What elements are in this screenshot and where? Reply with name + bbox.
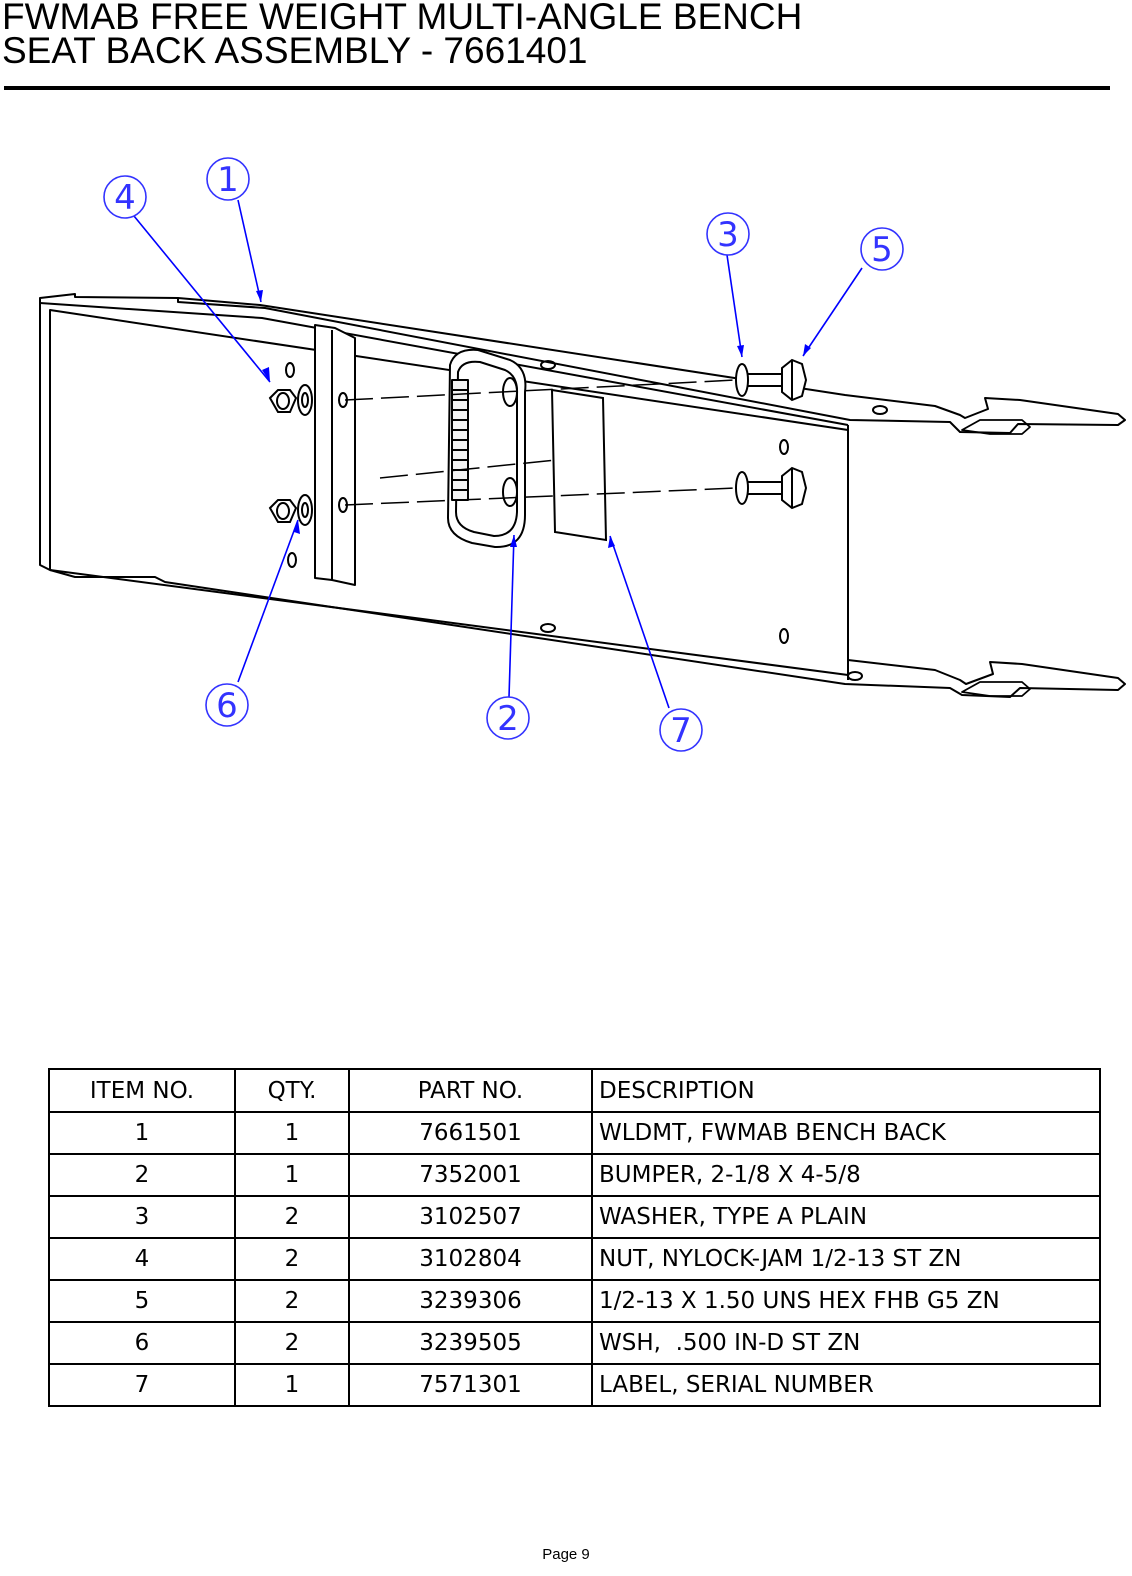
table-header-row: ITEM NO. QTY. PART NO. DESCRIPTION: [48, 1068, 1101, 1113]
title-line-2: SEAT BACK ASSEMBLY - 7661401: [2, 30, 588, 71]
cell-part: 7661501: [348, 1111, 593, 1155]
table-row: 7 1 7571301 LABEL, SERIAL NUMBER: [48, 1363, 1101, 1407]
page-number: Page 9: [542, 1546, 590, 1563]
cell-desc: BUMPER, 2-1/8 X 4-5/8: [591, 1153, 1101, 1197]
header-item-no: ITEM NO.: [48, 1068, 236, 1113]
cell-item: 5: [48, 1279, 236, 1323]
cell-desc: WASHER, TYPE A PLAIN: [591, 1195, 1101, 1239]
bolts-right: [735, 358, 808, 510]
cell-item: 3: [48, 1195, 236, 1239]
nuts-and-washers-left: [268, 384, 313, 526]
bumper: [447, 348, 527, 549]
assembly-drawing: 4 1 3 5 6 2 7: [39, 157, 1126, 752]
cell-qty: 1: [234, 1363, 350, 1407]
header-description: DESCRIPTION: [591, 1068, 1101, 1113]
serial-label: [550, 388, 608, 542]
cell-desc: WLDMT, FWMAB BENCH BACK: [591, 1111, 1101, 1155]
table-row: 6 2 3239505 WSH, .500 IN-D ST ZN: [48, 1321, 1101, 1365]
cell-qty: 2: [234, 1195, 350, 1239]
balloon-1: 1: [217, 160, 239, 200]
balloon-4: 4: [114, 178, 136, 218]
cell-qty: 2: [234, 1321, 350, 1365]
cell-part: 3239306: [348, 1279, 593, 1323]
balloon-2: 2: [497, 699, 519, 739]
cell-desc: NUT, NYLOCK-JAM 1/2-13 ST ZN: [591, 1237, 1101, 1281]
balloon-7: 7: [670, 711, 692, 751]
cell-item: 4: [48, 1237, 236, 1281]
balloon-3: 3: [717, 215, 739, 255]
mounting-plate: [314, 324, 356, 586]
cell-qty: 1: [234, 1153, 350, 1197]
header-qty: QTY.: [234, 1068, 350, 1113]
balloon-6: 6: [216, 686, 238, 726]
table-row: 3 2 3102507 WASHER, TYPE A PLAIN: [48, 1195, 1101, 1239]
cell-part: 3102507: [348, 1195, 593, 1239]
cell-part: 7571301: [348, 1363, 593, 1407]
cell-desc: LABEL, SERIAL NUMBER: [591, 1363, 1101, 1407]
title-line-1: FWMAB FREE WEIGHT MULTI-ANGLE BENCH: [2, 0, 803, 37]
cell-part: 3102804: [348, 1237, 593, 1281]
header-part-no: PART NO.: [348, 1068, 593, 1113]
title-underline: [4, 86, 1110, 90]
cell-item: 7: [48, 1363, 236, 1407]
bench-back-weldment: [39, 293, 1126, 698]
cell-desc: 1/2-13 X 1.50 UNS HEX FHB G5 ZN: [591, 1279, 1101, 1323]
document-title: FWMAB FREE WEIGHT MULTI-ANGLE BENCH SEAT…: [2, 0, 803, 71]
cell-item: 1: [48, 1111, 236, 1155]
cell-item: 6: [48, 1321, 236, 1365]
table-row: 2 1 7352001 BUMPER, 2-1/8 X 4-5/8: [48, 1153, 1101, 1197]
cell-item: 2: [48, 1153, 236, 1197]
balloon-5: 5: [871, 230, 893, 270]
leader-lines: [133, 199, 863, 709]
cell-part: 7352001: [348, 1153, 593, 1197]
balloons: [103, 157, 904, 752]
parts-table: ITEM NO. QTY. PART NO. DESCRIPTION 1 1 7…: [48, 1068, 1101, 1407]
cell-qty: 2: [234, 1237, 350, 1281]
table-row: 1 1 7661501 WLDMT, FWMAB BENCH BACK: [48, 1111, 1101, 1155]
table-row: 5 2 3239306 1/2-13 X 1.50 UNS HEX FHB G5…: [48, 1279, 1101, 1323]
table-row: 4 2 3102804 NUT, NYLOCK-JAM 1/2-13 ST ZN: [48, 1237, 1101, 1281]
leader-arrowheads: [256, 290, 811, 548]
cell-desc: WSH, .500 IN-D ST ZN: [591, 1321, 1101, 1365]
centerlines: [344, 379, 737, 506]
cell-qty: 2: [234, 1279, 350, 1323]
cell-part: 3239505: [348, 1321, 593, 1365]
cell-qty: 1: [234, 1111, 350, 1155]
